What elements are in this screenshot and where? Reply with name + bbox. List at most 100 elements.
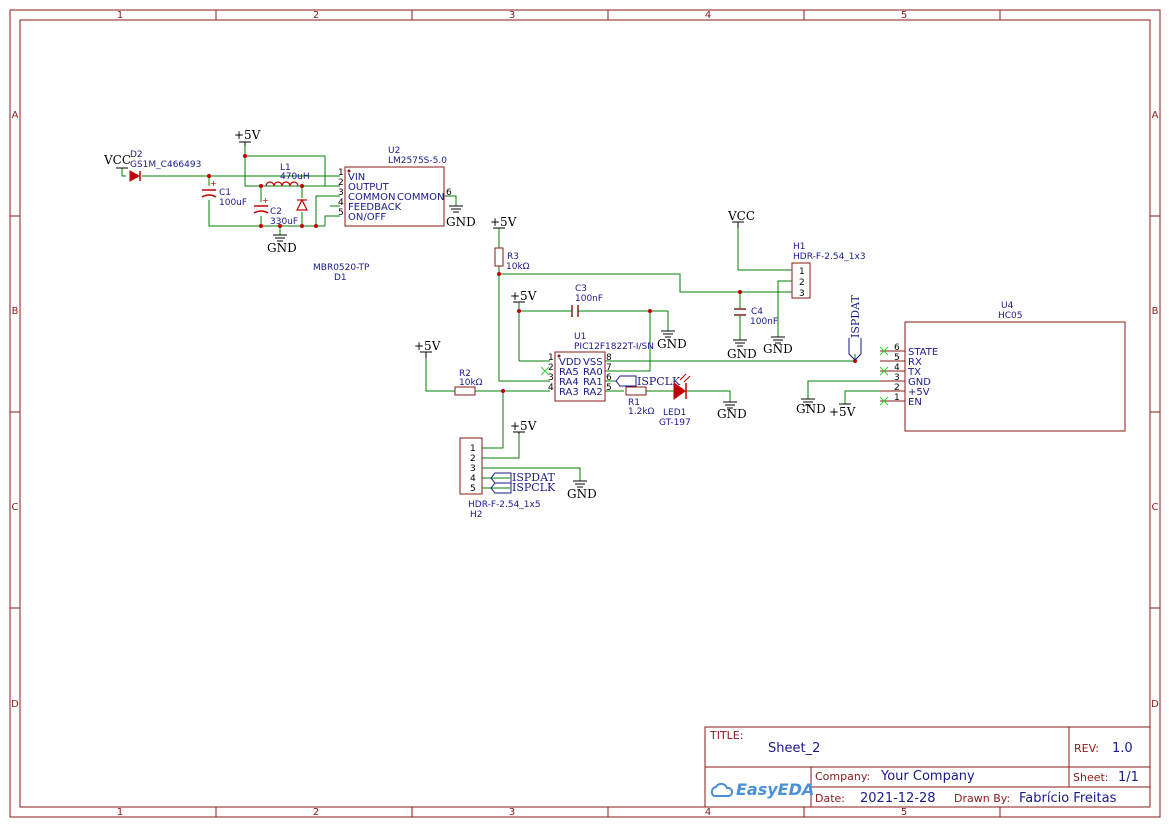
header-h2[interactable]: 1 2 3 4 5 HDR-F-2.54_1x5 H2 [459, 437, 541, 520]
zone-col-4-top: 4 [705, 10, 711, 21]
title-block: TITLE: Sheet_2 REV: 1.0 Company: Your Co… [704, 726, 1151, 808]
r2-value: 10kΩ [459, 378, 483, 388]
no-connect-u1-ra5 [540, 366, 550, 376]
r2-ref: R2 [459, 369, 471, 379]
zone-row-a-right: A [1152, 110, 1159, 121]
resistor-r2[interactable]: R2 10kΩ [454, 369, 483, 396]
zone-row-a-left: A [12, 110, 19, 121]
header-h1[interactable]: H1 HDR-F-2.54_1x3 1 2 3 [791, 242, 866, 299]
c3-ref: C3 [575, 284, 587, 294]
ispdat-flag-h2: ISPDAT [490, 471, 555, 484]
mcu-section-wires [425, 228, 900, 489]
ic-u2[interactable]: U2 LM2575S-5.0 VIN OUTPUT COMMON COMMON … [338, 146, 452, 227]
l1-value: 470uH [280, 172, 310, 182]
resistor-r3[interactable]: R3 10kΩ [494, 247, 530, 272]
u4-pin-5v: +5V [908, 387, 930, 398]
u2-ref: U2 [388, 146, 400, 156]
easyeda-logo: EasyEDA [710, 780, 814, 799]
d2-value: GS1M_C466493 [130, 160, 201, 170]
u1-pin-vdd: VDD [559, 357, 582, 368]
capacitor-c3[interactable]: C3 100nF [568, 284, 603, 317]
zone-col-1-top: 1 [117, 10, 123, 21]
u2-pin-output: OUTPUT [348, 182, 390, 193]
gnd-symbol-led: GND [717, 401, 747, 421]
gnd-symbol-c3: GND [657, 330, 687, 351]
zone-row-c-right: C [1152, 502, 1159, 513]
zone-col-2-top: 2 [313, 10, 319, 21]
u4-pinnum-4: 4 [894, 363, 900, 373]
svg-text:+: + [210, 179, 217, 188]
u1-pinnum-1: 1 [548, 353, 554, 363]
h2-ref: H2 [470, 510, 483, 520]
h1-ref: H1 [793, 242, 806, 252]
gnd-symbol-h2: GND [567, 480, 597, 501]
zone-col-4-bottom: 4 [705, 807, 711, 818]
u1-value: PIC12F1822T-I/SN [574, 342, 654, 352]
diode-d1[interactable]: MBR0520-TP D1 [296, 198, 370, 283]
u2-pin-onoff: ON/OFF [348, 212, 386, 223]
diode-d2[interactable]: D2 GS1M_C466493 [129, 150, 201, 182]
u1-pin-ra0: RA0 [583, 367, 603, 378]
p5v-net-label-r3: +5V [490, 215, 517, 229]
zone-col-5-bottom: 5 [901, 807, 907, 818]
capacitor-c2[interactable]: + C2 330uF [253, 196, 298, 227]
u1-pinnum-7: 7 [606, 363, 612, 373]
u4-pinnum-6: 6 [894, 343, 900, 353]
ispclk-label-u1: ISPCLK [637, 375, 681, 388]
resistor-r1[interactable]: R1 1.2kΩ [625, 386, 655, 417]
u2-pin-feedback: FEEDBACK [348, 202, 402, 213]
ic-u1[interactable]: U1 PIC12F1822T-I/SN VDD RA5 RA4 RA3 VSS … [548, 332, 654, 402]
zone-col-5-top: 5 [901, 10, 907, 21]
u1-pinnum-8: 8 [606, 353, 612, 363]
gnd-label-c4: GND [727, 347, 757, 361]
gnd-symbol-c4: GND [727, 339, 757, 361]
u2-pinnum-4: 4 [338, 198, 344, 208]
ispclk-label-h2: ISPCLK [512, 481, 556, 494]
h1-value: HDR-F-2.54_1x3 [793, 252, 866, 262]
gnd-symbol-regulator: GND [267, 234, 297, 255]
capacitor-c4[interactable]: C4 100nF [734, 306, 778, 327]
zone-row-d-left: D [11, 699, 19, 710]
c3-value: 100nF [575, 294, 603, 304]
easyeda-logo-text: EasyEDA [736, 780, 814, 799]
h2-pin-5: 5 [470, 484, 476, 494]
u1-pin-ra4: RA4 [559, 377, 579, 388]
ispclk-flag-u1: ISPCLK [615, 375, 681, 388]
zone-col-2-bottom: 2 [313, 807, 319, 818]
h2-pin-3: 3 [470, 464, 476, 474]
h2-pin-4: 4 [470, 474, 476, 484]
module-u4[interactable]: U4 HC05 STATE RX TX GND +5V EN 6 5 4 3 2… [880, 301, 1126, 432]
gnd-label-u2: GND [446, 215, 476, 229]
led-led1[interactable]: LED1 GT-197 [659, 373, 691, 428]
l1-ref: L1 [280, 163, 291, 173]
u4-pinnum-1: 1 [894, 393, 900, 403]
zone-row-c-left: C [12, 502, 19, 513]
title-label: TITLE: [709, 729, 743, 742]
gnd-label-regulator: GND [267, 241, 297, 255]
r3-value: 10kΩ [506, 262, 530, 272]
zone-col-1-bottom: 1 [117, 807, 123, 818]
inductor-l1[interactable]: L1 470uH [265, 163, 310, 187]
h1-pin-3: 3 [799, 289, 805, 299]
zone-row-b-left: B [12, 306, 19, 317]
ispdat-label-vertical: ISPDAT [849, 295, 862, 338]
u1-pin-ra1: RA1 [583, 377, 603, 388]
u2-value: LM2575S-5.0 [388, 156, 447, 166]
date-label: Date: [815, 792, 845, 805]
h2-value: HDR-F-2.54_1x5 [468, 500, 541, 510]
gnd-label-h2: GND [567, 487, 597, 501]
d2-ref: D2 [130, 150, 143, 160]
rev-label: REV: [1074, 742, 1099, 755]
zone-col-3-bottom: 3 [509, 807, 515, 818]
h2-pin-2: 2 [470, 454, 476, 464]
u1-pinnum-2: 2 [548, 363, 554, 373]
ispdat-flag-vertical: ISPDAT [848, 295, 862, 361]
no-connect-u4 [879, 346, 889, 406]
gnd-label-c3: GND [657, 337, 687, 351]
u1-pin-ra5: RA5 [559, 367, 579, 378]
sheet-title: Sheet_2 [768, 741, 820, 756]
capacitor-c1[interactable]: + C1 100uF [201, 179, 247, 208]
vcc-net-label: VCC [103, 153, 131, 167]
u1-pin-vss: VSS [583, 357, 603, 368]
